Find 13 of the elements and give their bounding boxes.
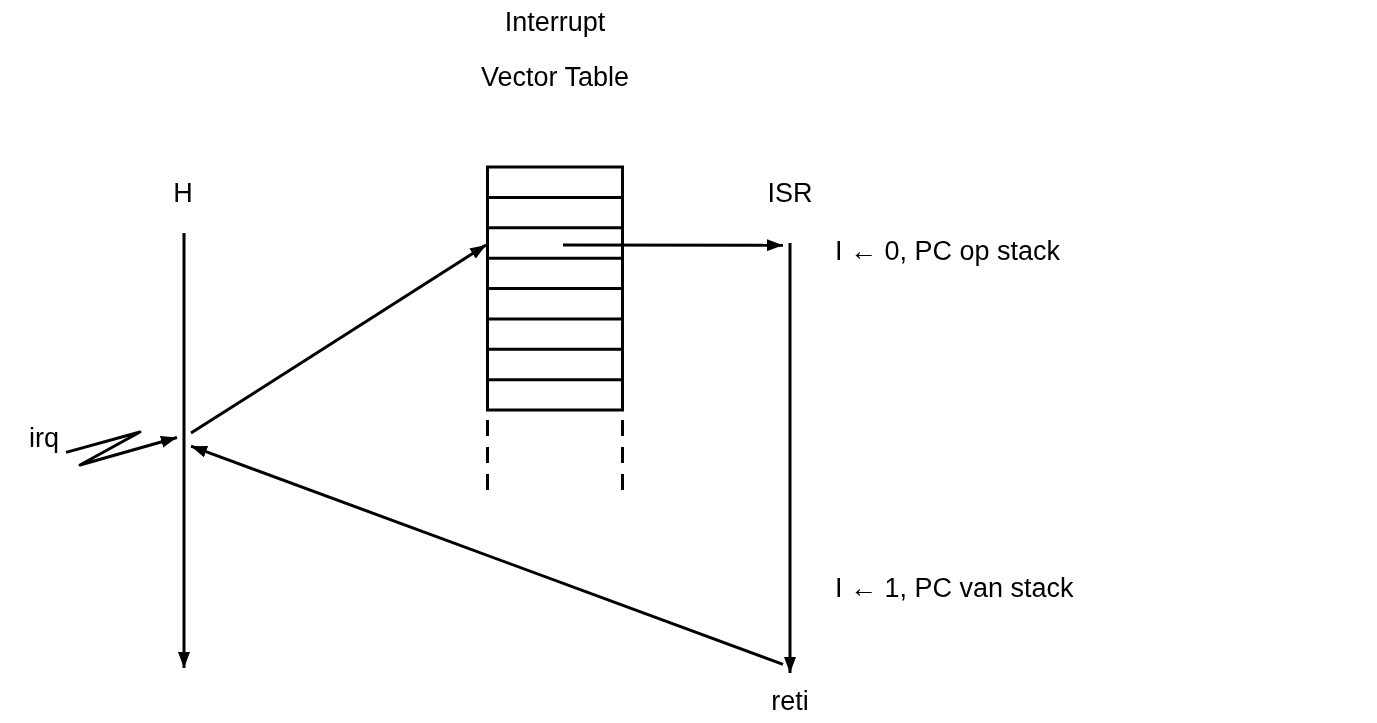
instruction-label: reti — [758, 683, 822, 719]
timeline-label: H — [163, 175, 203, 211]
table-heading: Interrupt Vector Table — [479, 6, 631, 94]
timeline-arrow — [177, 233, 191, 668]
arrow — [190, 243, 487, 435]
zigzag-arrow — [65, 430, 178, 467]
arrow — [190, 444, 784, 666]
timeline-arrow — [783, 243, 797, 673]
signal-label: irq — [22, 420, 66, 456]
arrow — [563, 239, 783, 252]
state-note: I ← 1, PC van stack — [835, 572, 1074, 605]
timeline-label: ISR — [752, 175, 828, 211]
state-note: I ← 0, PC op stack — [835, 235, 1061, 268]
